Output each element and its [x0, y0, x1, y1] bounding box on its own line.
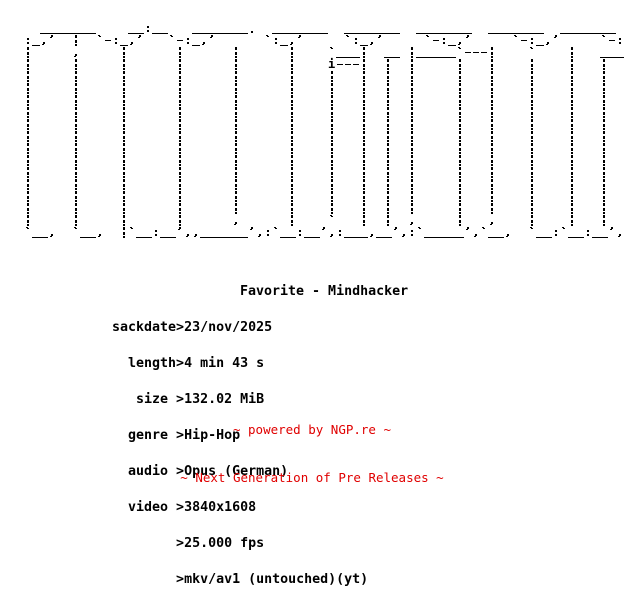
field-sep: > [176, 500, 185, 515]
ascii-art-line [27, 191, 605, 202]
ascii-art-line [27, 179, 605, 190]
field-sep: > [176, 536, 185, 551]
field-row: video >3840x1608 [0, 500, 408, 515]
ascii-art-line [27, 131, 605, 142]
field-value: 3840x1608 [184, 500, 257, 515]
field-row: genre >Hip-Hop [0, 428, 408, 443]
ascii-art-line [27, 119, 605, 130]
ascii-art-line [27, 215, 605, 226]
ascii-art-line [27, 47, 624, 58]
field-sep: > [176, 356, 185, 371]
ascii-art-line [27, 143, 605, 154]
svg-text:i: i [328, 57, 335, 71]
ascii-art-line [27, 155, 605, 166]
field-label: length [112, 356, 177, 371]
ascii-art-line: ixxu [26, 227, 621, 238]
field-row: >mkv/av1 (untouched)(yt) [0, 572, 408, 587]
ascii-art-line [27, 95, 605, 106]
field-value: mkv/av1 (untouched)(yt) [184, 572, 369, 587]
footer-powered-by: ~ powered by NGP.re ~ [232, 422, 392, 437]
ascii-art-line [27, 107, 605, 118]
release-title: Favorite - Mindhacker [240, 284, 409, 299]
field-value: 4 min 43 s [184, 356, 265, 371]
field-label [112, 572, 176, 587]
ascii-art-drawing: i ixxu [26, 26, 624, 238]
field-label: size [112, 392, 177, 407]
field-value: 23/nov/2025 [184, 320, 273, 335]
release-title-row: Favorite - Mindhacker [0, 284, 409, 299]
field-row: sackdate>23/nov/2025 [0, 320, 408, 335]
footer: ~ powered by NGP.re ~ ~ Next Generation … [0, 390, 624, 502]
field-value: 25.000 fps [184, 536, 265, 551]
field-label: genre [112, 428, 177, 443]
field-value: 132.02 MiB [184, 392, 265, 407]
field-row: size >132.02 MiB [0, 392, 408, 407]
field-sep: > [176, 392, 185, 407]
footer-tagline: ~ Next Generation of Pre Releases ~ [180, 470, 444, 485]
field-row: length>4 min 43 s [0, 356, 408, 371]
ascii-art-line [40, 26, 616, 34]
field-row: >25.000 fps [0, 536, 408, 551]
field-sep: > [176, 320, 185, 335]
field-label: video [112, 500, 177, 515]
ascii-art-line [27, 167, 605, 178]
field-value: Hip-Hop [184, 428, 241, 443]
field-sep: > [176, 572, 185, 587]
ascii-art-line [27, 83, 605, 94]
field-sep: > [176, 428, 185, 443]
ascii-art-line: i [27, 57, 605, 71]
ascii-art-line [27, 71, 605, 82]
field-label: sackdate [112, 320, 177, 335]
ascii-art-line [27, 35, 621, 46]
ascii-art-line [27, 203, 605, 214]
field-label [112, 536, 176, 551]
ascii-art-logo: i ixxu [0, 22, 624, 238]
